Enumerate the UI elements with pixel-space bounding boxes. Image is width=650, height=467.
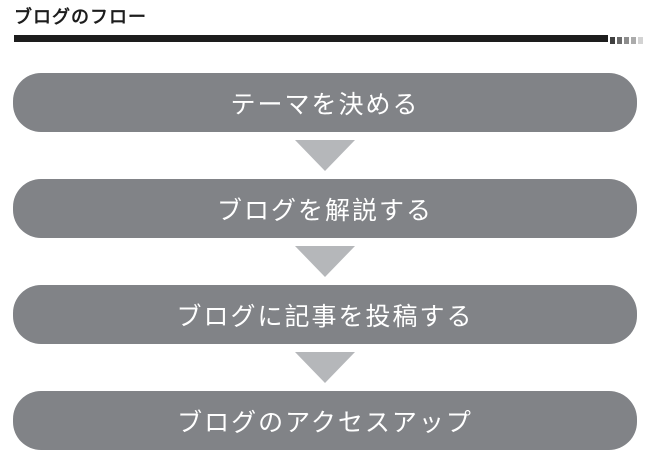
title-rule-fade [608, 29, 643, 48]
down-arrow-icon [295, 246, 355, 277]
flow-step-increase-access: ブログのアクセスアップ [13, 391, 637, 450]
flow-connector [13, 344, 637, 391]
rule-fade-square [638, 37, 643, 44]
rule-fade-square [617, 37, 622, 44]
rule-fade-square [610, 37, 615, 44]
rule-fade-square [631, 37, 636, 44]
down-arrow-icon [295, 352, 355, 383]
flow-connector [13, 238, 637, 285]
page-title: ブログのフロー [14, 7, 147, 28]
flow-step-post-articles: ブログに記事を投稿する [13, 285, 637, 344]
flow-connector [13, 132, 637, 179]
title-rule-line [14, 35, 608, 42]
rule-fade-square [624, 37, 629, 44]
flow-step-explain-blog: ブログを解説する [13, 179, 637, 238]
flow-diagram: テーマを決める ブログを解説する ブログに記事を投稿する ブログのアクセスアップ [13, 73, 637, 450]
title-underline [14, 35, 643, 44]
flow-step-decide-theme: テーマを決める [13, 73, 637, 132]
down-arrow-icon [295, 140, 355, 171]
